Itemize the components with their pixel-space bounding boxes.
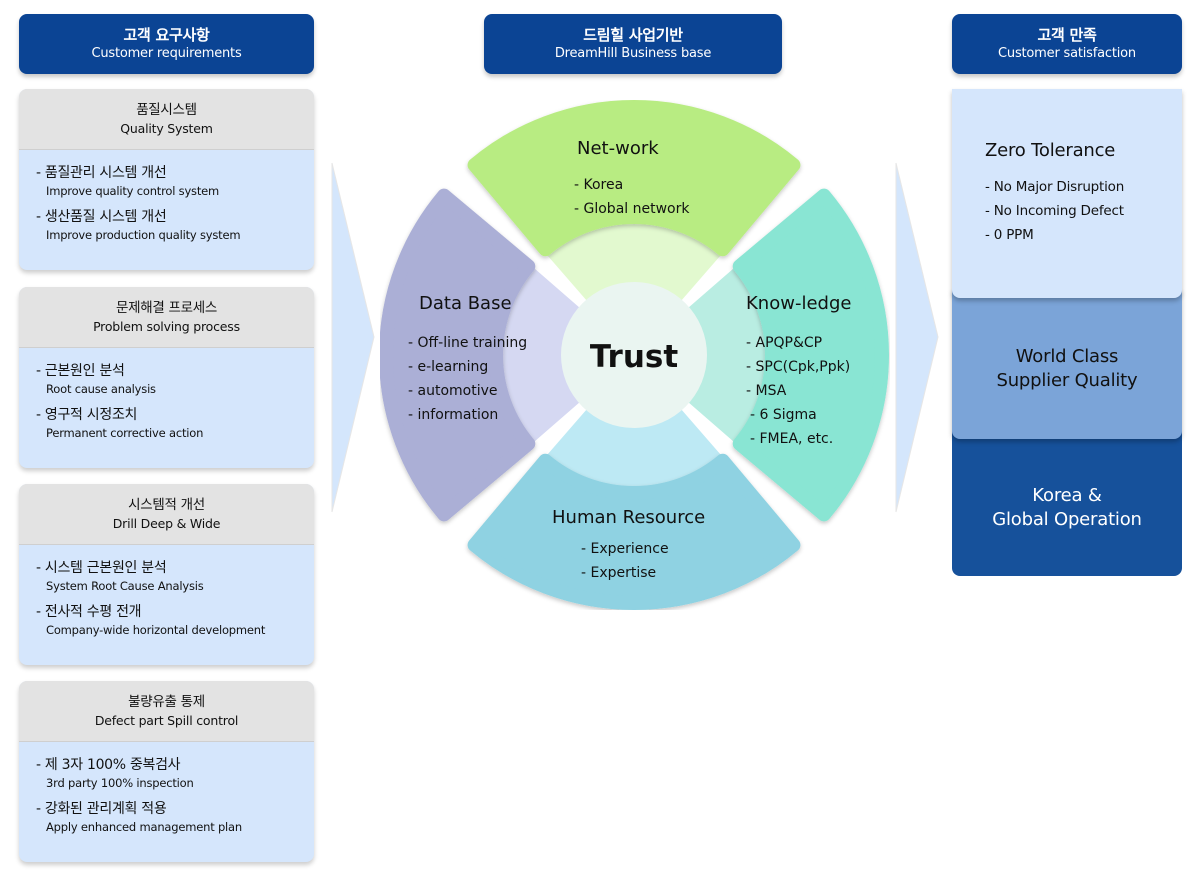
global-operation-title-line2: Global Operation [992,508,1142,530]
zero-tolerance-item: - No Incoming Defect [985,203,1124,219]
requirement-card-quality-system: 품질시스템 Quality System - 품질관리 시스템 개선 Impro… [19,89,314,270]
human-title: Human Resource [552,507,705,528]
satisfaction-header-en: Customer satisfaction [998,46,1136,61]
knowledge-item: - APQP&CP [746,335,822,351]
database-sector [380,188,536,522]
requirement-item: - 전사적 수평 전개 Company-wide horizontal deve… [36,603,314,638]
requirement-title-en: Drill Deep & Wide [112,515,221,531]
trust-center-circle [561,282,707,428]
requirement-card-head: 문제해결 프로세스 Problem solving process [19,287,314,348]
requirement-card-body: - 시스템 근본원인 분석 System Root Cause Analysis… [19,545,314,657]
network-item: - Global network [574,201,690,217]
world-class-title-line1: World Class [1015,345,1119,367]
requirement-title-ko: 시스템적 개선 [128,496,205,513]
human-sector [467,453,801,610]
requirements-header-ko: 고객 요구사항 [123,26,210,44]
requirement-card-drill-deep: 시스템적 개선 Drill Deep & Wide - 시스템 근본원인 분석 … [19,484,314,665]
requirement-item-ko: - 강화된 관리계획 적용 [36,801,167,817]
satisfaction-header: 고객 만족 Customer satisfaction [952,14,1182,74]
global-operation-title-line1: Korea & [1032,484,1102,506]
requirement-item-ko: - 근본원인 분석 [36,363,125,379]
knowledge-sector [732,188,889,522]
requirement-item-ko: - 생산품질 시스템 개선 [36,209,167,225]
requirement-item-en: Company-wide horizontal development [46,623,266,637]
requirements-header-en: Customer requirements [91,46,242,61]
knowledge-inner-sector [679,263,774,447]
requirement-title-ko: 불량유출 통제 [128,693,205,710]
database-item: - information [408,407,498,423]
requirement-item-ko: - 전사적 수평 전개 [36,604,142,620]
requirement-card-head: 불량유출 통제 Defect part Spill control [19,681,314,742]
requirements-header: 고객 요구사항 Customer requirements [19,14,314,74]
requirement-card-body: - 제 3자 100% 중복검사 3rd party 100% inspecti… [19,742,314,854]
requirement-card-problem-solving: 문제해결 프로세스 Problem solving process - 근본원인… [19,287,314,468]
world-class-box: World Class Supplier Quality [952,289,1182,439]
requirement-title-en: Problem solving process [93,318,240,334]
database-inner-sector [494,263,589,447]
requirement-item-en: System Root Cause Analysis [46,579,204,593]
zero-tolerance-item: - 0 PPM [985,227,1034,243]
business-header-en: DreamHill Business base [554,46,712,61]
requirement-item: - 근본원인 분석 Root cause analysis [36,362,314,397]
requirement-card-body: - 근본원인 분석 Root cause analysis - 영구적 시정조치… [19,348,314,460]
requirement-item-ko: - 영구적 시정조치 [36,407,138,423]
requirement-item: - 시스템 근본원인 분석 System Root Cause Analysis [36,559,314,594]
database-item: - e-learning [408,359,488,375]
requirement-item-ko: - 시스템 근본원인 분석 [36,560,167,576]
requirement-title-ko: 품질시스템 [136,101,197,118]
requirement-card-spill-control: 불량유출 통제 Defect part Spill control - 제 3자… [19,681,314,862]
business-header-ko: 드림힐 사업기반 [583,26,683,44]
human-item: - Expertise [581,565,656,581]
business-header: 드림힐 사업기반 DreamHill Business base [484,14,782,74]
requirement-item-en: Root cause analysis [46,382,156,396]
knowledge-title: Know-ledge [746,293,851,314]
requirement-item-en: Apply enhanced management plan [46,820,242,834]
knowledge-item: - MSA [746,383,787,399]
requirement-item: - 강화된 관리계획 적용 Apply enhanced management … [36,800,314,835]
database-item: - automotive [408,383,498,399]
database-item: - Off-line training [408,335,527,351]
network-sector [467,100,801,257]
requirement-title-en: Quality System [120,120,213,136]
requirement-item-ko: - 제 3자 100% 중복검사 [36,757,181,773]
requirement-card-head: 시스템적 개선 Drill Deep & Wide [19,484,314,545]
database-title: Data Base [419,293,512,314]
business-base-wheel: Trust Net-work - Korea - Global network … [380,100,889,610]
zero-tolerance-title: Zero Tolerance [985,140,1116,161]
network-item: - Korea [574,177,623,193]
requirement-item: - 제 3자 100% 중복검사 3rd party 100% inspecti… [36,756,314,791]
requirement-card-head: 품질시스템 Quality System [19,89,314,150]
knowledge-item: - 6 Sigma [750,407,817,423]
requirement-item-en: Improve production quality system [46,228,241,242]
requirement-item-en: Improve quality control system [46,184,220,198]
requirement-item-en: 3rd party 100% inspection [46,776,194,790]
requirement-item: - 품질관리 시스템 개선 Improve quality control sy… [36,164,314,199]
human-item: - Experience [581,541,669,557]
knowledge-item: - SPC(Cpk,Ppk) [746,359,850,375]
zero-tolerance-box: Zero Tolerance - No Major Disruption - N… [952,89,1182,298]
requirement-title-en: Defect part Spill control [94,712,239,728]
trust-label: Trust [590,339,679,375]
satisfaction-header-ko: 고객 만족 [1037,26,1097,44]
global-operation-box: Korea & Global Operation [952,429,1182,576]
requirement-item-en: Permanent corrective action [46,426,204,440]
zero-tolerance-item: - No Major Disruption [985,179,1125,195]
requirement-title-ko: 문제해결 프로세스 [116,299,217,316]
knowledge-item: - FMEA, etc. [750,431,833,447]
requirement-item: - 영구적 시정조치 Permanent corrective action [36,406,314,441]
world-class-title-line2: Supplier Quality [996,369,1138,391]
flow-arrow-left [331,162,375,513]
network-inner-sector [542,214,726,310]
network-title: Net-work [577,138,659,159]
flow-arrow-right [895,162,939,513]
requirement-item: - 생산품질 시스템 개선 Improve production quality… [36,208,314,243]
requirement-item-ko: - 품질관리 시스템 개선 [36,165,167,181]
requirement-card-body: - 품질관리 시스템 개선 Improve quality control sy… [19,150,314,262]
human-inner-sector [542,400,726,495]
